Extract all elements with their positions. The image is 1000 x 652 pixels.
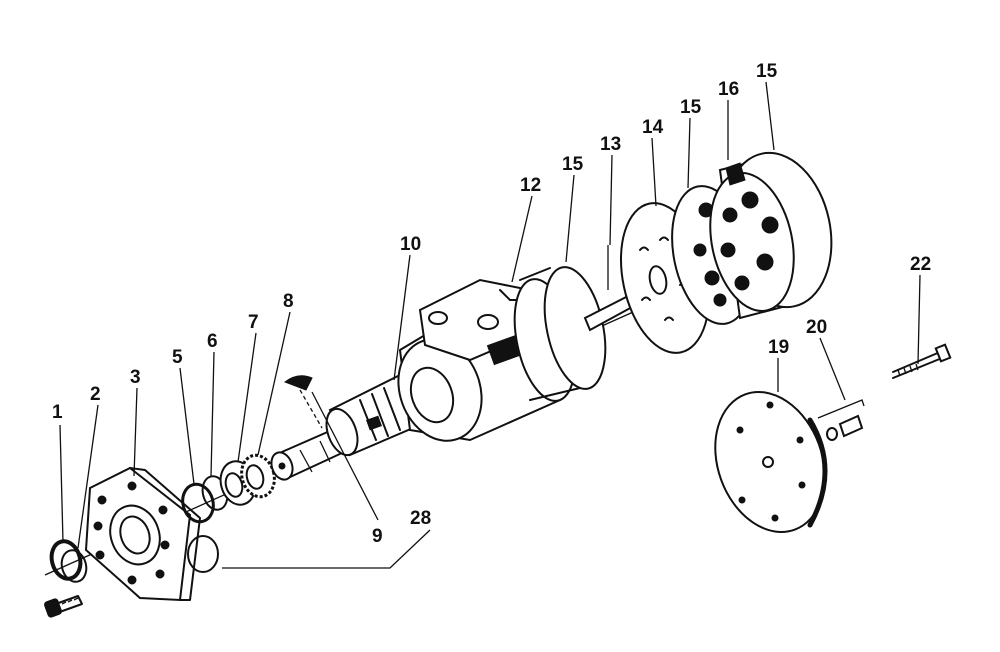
part-2-seal xyxy=(60,549,88,583)
part-bolt-small xyxy=(44,595,83,618)
callout-19: 19 xyxy=(768,337,789,358)
callout-3: 3 xyxy=(130,367,141,388)
part-22-screw xyxy=(892,343,952,379)
callout-8: 8 xyxy=(283,291,294,312)
callout-1: 1 xyxy=(52,402,63,423)
callout-10: 10 xyxy=(400,234,421,255)
callout-14: 14 xyxy=(642,117,664,138)
part-19-end-cover xyxy=(714,391,828,533)
callout-16: 16 xyxy=(718,79,739,100)
callout-6: 6 xyxy=(207,331,218,352)
part-20-plug xyxy=(817,399,865,441)
callout-12: 12 xyxy=(520,175,541,196)
callout-labels: 1 2 3 5 6 7 8 9 10 12 15 13 14 15 16 15 … xyxy=(52,61,931,547)
part-3-flange xyxy=(84,466,201,602)
part-16-gerotor xyxy=(709,151,833,320)
callout-5: 5 xyxy=(172,347,183,368)
callout-20: 20 xyxy=(806,317,827,338)
callout-15c: 15 xyxy=(756,61,778,82)
callout-15a: 15 xyxy=(562,154,584,175)
part-1-snap-ring xyxy=(49,539,83,581)
callout-15b: 15 xyxy=(680,97,702,118)
part-28-o-ring xyxy=(187,535,219,573)
callout-7: 7 xyxy=(248,312,259,333)
callout-22: 22 xyxy=(910,254,931,275)
part-9-key xyxy=(283,375,323,429)
callout-13: 13 xyxy=(600,134,621,155)
part-5-washer xyxy=(181,482,215,524)
leader-lines xyxy=(59,81,921,569)
callout-2: 2 xyxy=(90,384,101,405)
part-12-spacer xyxy=(513,266,607,402)
callout-28: 28 xyxy=(410,508,431,529)
callout-9: 9 xyxy=(372,526,383,547)
